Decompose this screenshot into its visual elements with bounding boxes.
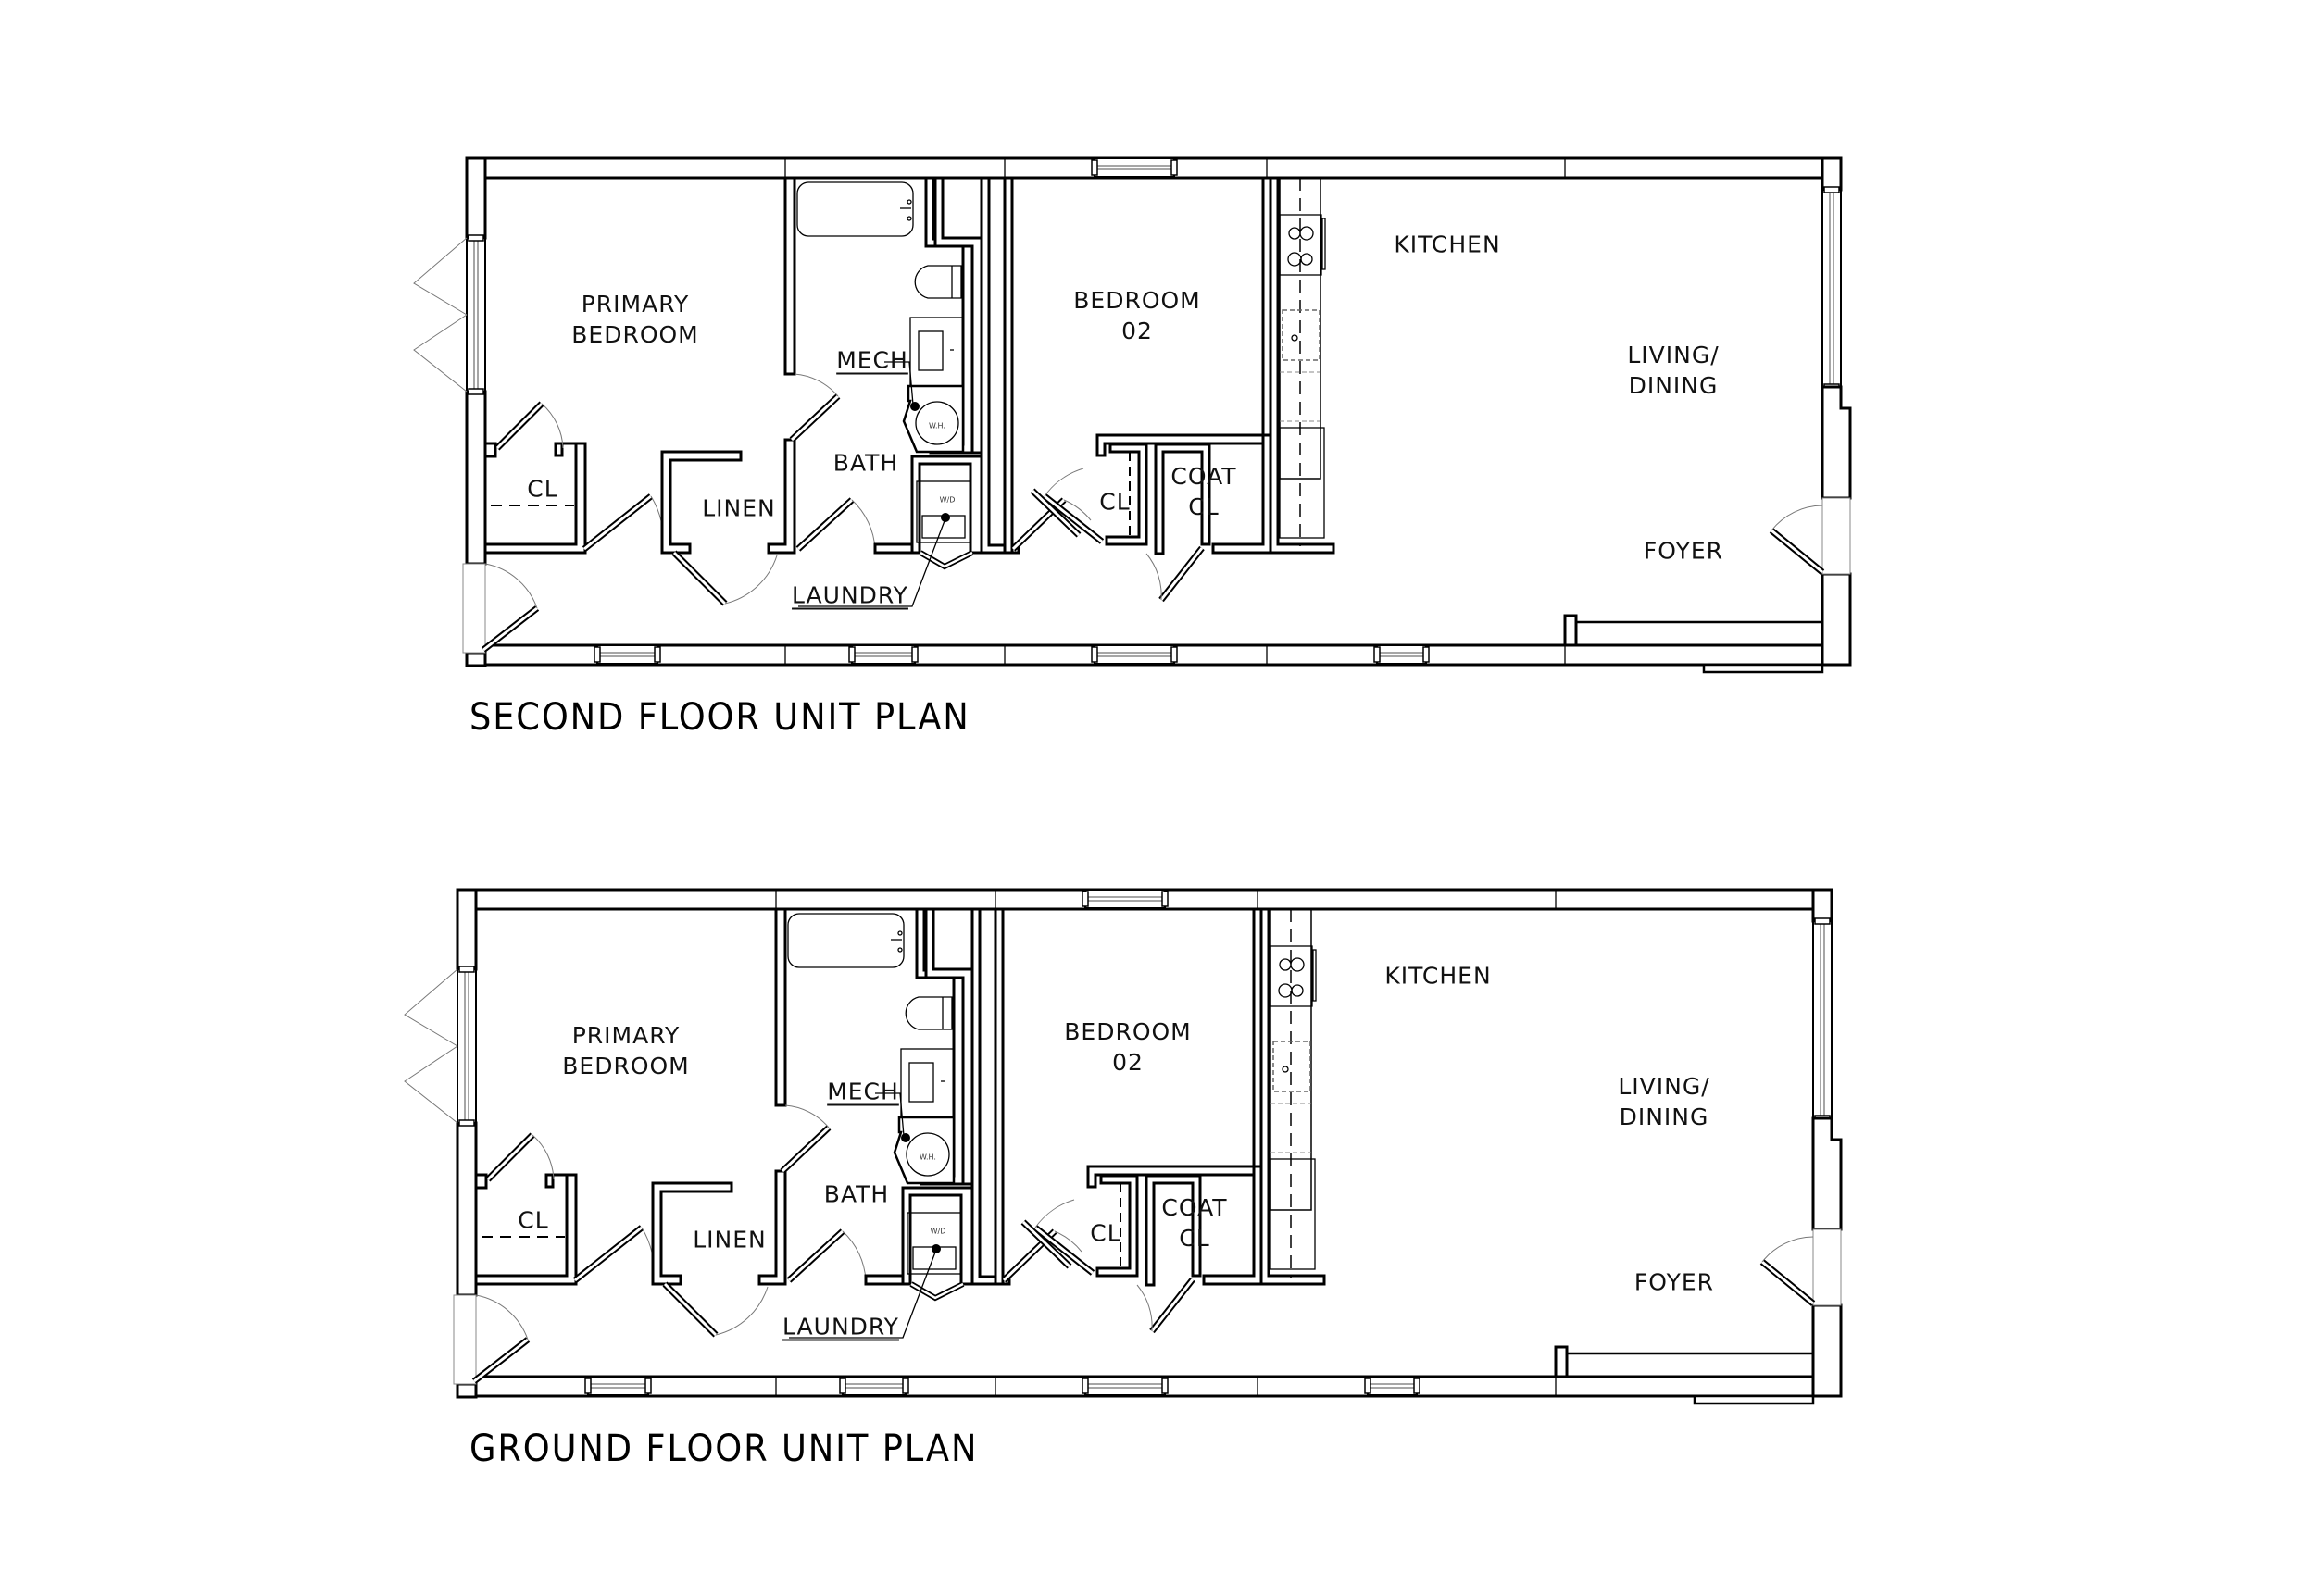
water-heater-tag: W.H. xyxy=(929,421,945,430)
room-label-living-dining: LIVING/ DINING xyxy=(1627,342,1720,399)
room-label-closet: CL xyxy=(527,475,558,503)
water-heater-tag: W.H. xyxy=(920,1153,936,1162)
room-label-laundry: LAUNDRY xyxy=(792,581,908,609)
plan-title: SECOND FLOOR UNIT PLAN xyxy=(469,696,970,739)
room-label-closet: CL xyxy=(518,1206,549,1234)
room-label-foyer: FOYER xyxy=(1643,537,1724,565)
room-label-living-dining: LIVING/ DINING xyxy=(1618,1073,1710,1130)
washer-dryer-tag: W/D xyxy=(930,1227,946,1236)
washer-dryer-tag: W/D xyxy=(939,495,956,505)
room-label-mech: MECH xyxy=(827,1078,899,1105)
room-label-linen: LINEN xyxy=(693,1226,767,1253)
room-label-bedroom-02: BEDROOM 02 xyxy=(1064,1018,1192,1076)
room-label-mech: MECH xyxy=(836,346,908,374)
room-label-bedroom-02: BEDROOM 02 xyxy=(1073,287,1201,344)
plan-title: GROUND FLOOR UNIT PLAN xyxy=(469,1428,979,1470)
room-label-kitchen: KITCHEN xyxy=(1394,231,1501,258)
room-label-closet: CL xyxy=(1090,1219,1121,1247)
room-label-linen: LINEN xyxy=(702,494,776,522)
room-label-foyer: FOYER xyxy=(1633,1268,1715,1296)
room-label-closet: CL xyxy=(1099,488,1131,516)
room-label-primary-bedroom: PRIMARY BEDROOM xyxy=(562,1022,690,1079)
room-label-coat-closet: COAT CL xyxy=(1170,463,1237,520)
room-label-coat-closet: COAT CL xyxy=(1161,1194,1228,1252)
room-label-laundry: LAUNDRY xyxy=(782,1313,899,1340)
room-label-bath: BATH xyxy=(823,1180,890,1208)
room-label-primary-bedroom: PRIMARY BEDROOM xyxy=(571,291,699,348)
room-label-kitchen: KITCHEN xyxy=(1384,962,1492,990)
room-label-bath: BATH xyxy=(832,449,899,477)
